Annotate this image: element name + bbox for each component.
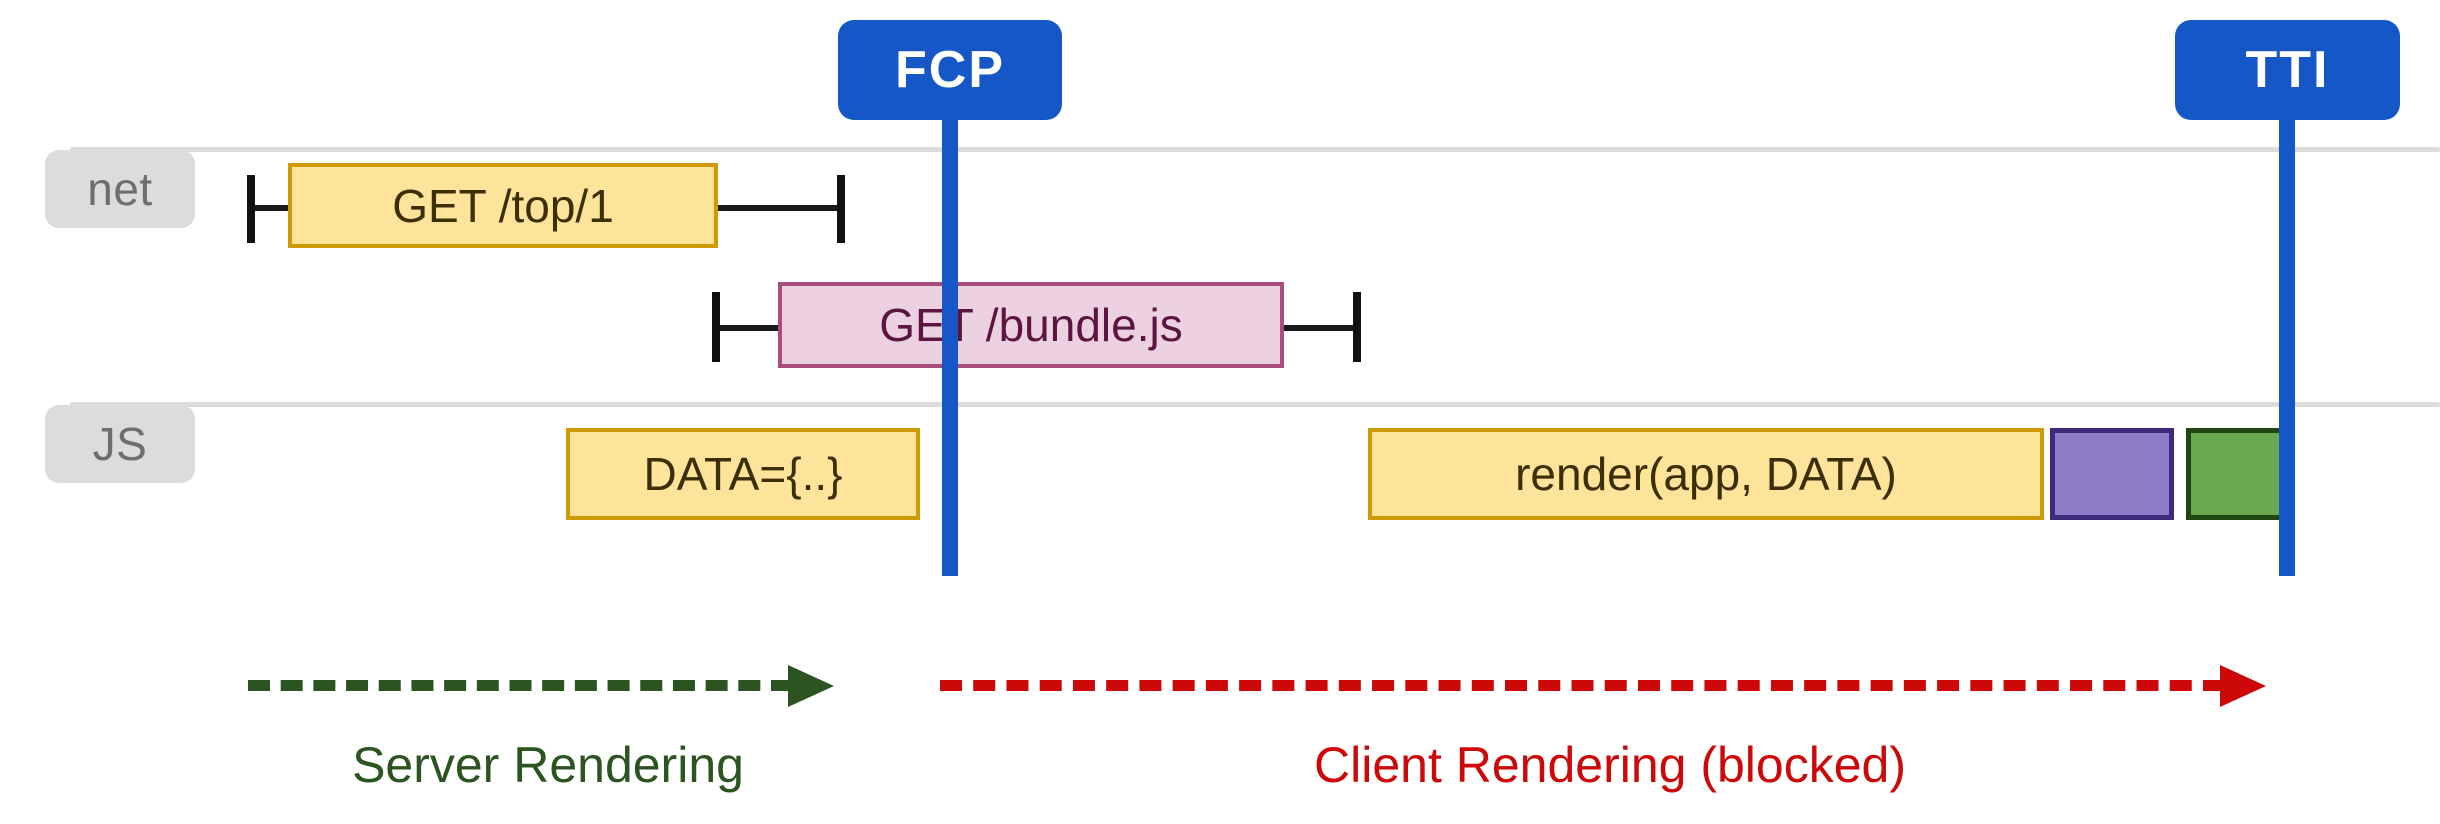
marker-badge-fcp-label: FCP [895, 41, 1005, 99]
js-span-task-purple[interactable] [2050, 428, 2174, 520]
phase-label-server: Server Rendering [148, 740, 948, 790]
phase-arrow-server-head [788, 665, 834, 707]
js-span-data-assign-label: DATA={..} [643, 448, 843, 500]
marker-line-fcp [942, 118, 958, 576]
net-span-get-top-label: GET /top/1 [392, 179, 614, 232]
net-span-get-top[interactable]: GET /top/1 [288, 163, 718, 248]
track-label-js-text: JS [92, 418, 148, 470]
get-bundle-whisker-cap-left [712, 292, 720, 362]
js-track-rule [70, 402, 2440, 407]
net-span-get-bundle[interactable]: GET /bundle.js [778, 282, 1284, 368]
js-span-render-call-label: render(app, DATA) [1515, 448, 1897, 500]
js-span-task-green[interactable] [2186, 428, 2292, 520]
phase-label-server-text: Server Rendering [352, 737, 744, 793]
phase-arrow-client-dash [940, 680, 2225, 691]
phase-label-client: Client Rendering (blocked) [810, 740, 2410, 790]
js-span-data-assign[interactable]: DATA={..} [566, 428, 920, 520]
phase-label-client-text: Client Rendering (blocked) [1314, 737, 1906, 793]
js-span-render-call[interactable]: render(app, DATA) [1368, 428, 2044, 520]
get-bundle-whisker-cap-right [1353, 292, 1361, 362]
marker-badge-tti-label: TTI [2245, 41, 2330, 99]
get-top-whisker-cap-left [247, 175, 255, 243]
get-top-whisker-cap-right [837, 175, 845, 243]
phase-arrow-client-head [2220, 665, 2266, 707]
track-label-js: JS [45, 405, 195, 483]
marker-badge-tti[interactable]: TTI [2175, 20, 2400, 120]
net-track-rule [70, 147, 2440, 152]
phase-arrow-server-dash [248, 680, 793, 691]
marker-badge-fcp[interactable]: FCP [838, 20, 1062, 120]
track-label-net: net [45, 150, 195, 228]
marker-line-tti [2279, 118, 2295, 576]
track-label-net-text: net [87, 163, 153, 215]
net-span-get-bundle-label: GET /bundle.js [879, 299, 1183, 351]
